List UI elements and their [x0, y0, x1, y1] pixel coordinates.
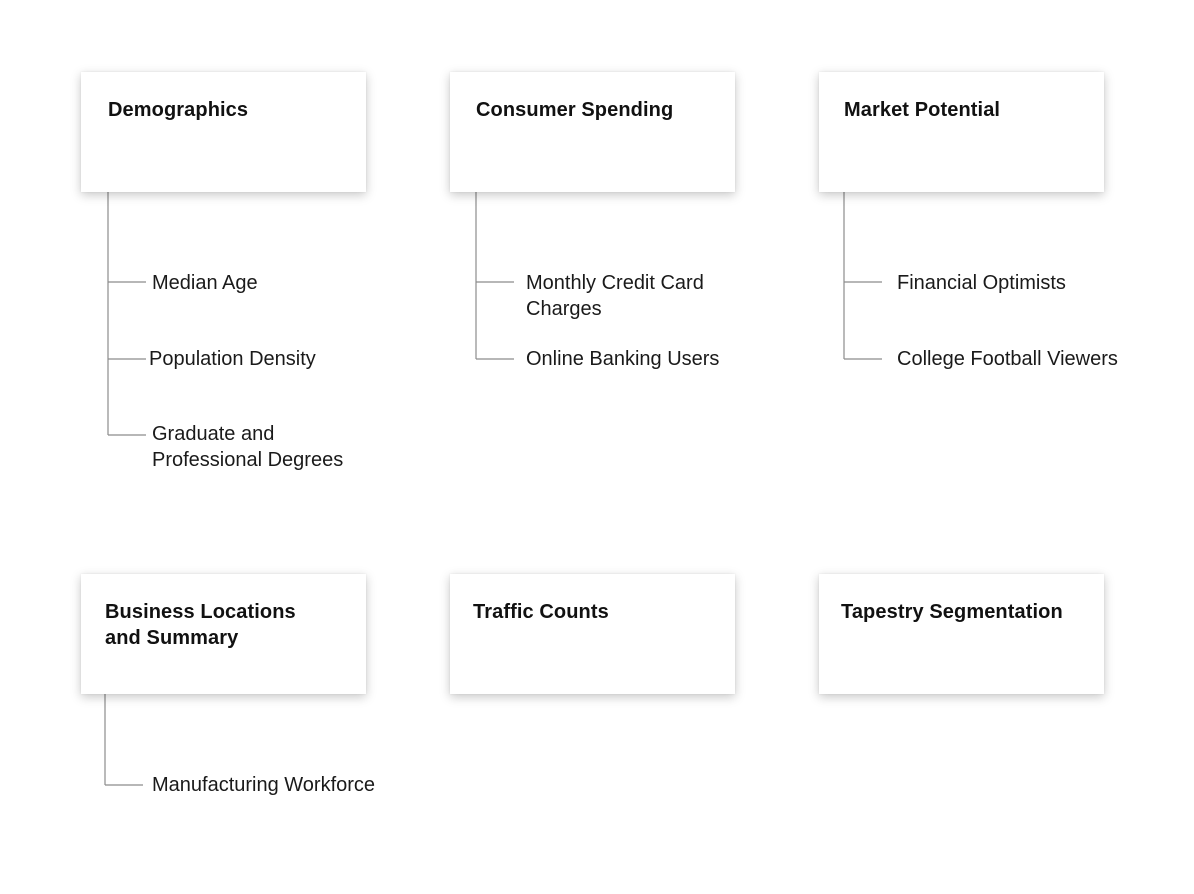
category-box-demographics: Demographics	[81, 72, 366, 192]
category-title-tapestry-segmentation: Tapestry Segmentation	[841, 601, 1063, 623]
category-box-tapestry-segmentation: Tapestry Segmentation	[819, 574, 1104, 694]
item-financial-optimists: Financial Optimists	[897, 272, 1066, 294]
category-box-market-potential: Market Potential	[819, 72, 1104, 192]
item-median-age: Median Age	[152, 272, 258, 294]
category-box-consumer-spending: Consumer Spending	[450, 72, 735, 192]
item-college-football-viewers: College Football Viewers	[897, 348, 1118, 370]
category-title-market-potential: Market Potential	[844, 99, 1001, 121]
item-manufacturing-workforce: Manufacturing Workforce	[152, 774, 376, 796]
item-online-banking-users: Online Banking Users	[526, 348, 720, 370]
item-graduate-professional-degrees: Graduate and Professional Degrees	[152, 423, 344, 471]
category-box-business-locations: Business Locations and Summary	[81, 574, 366, 694]
category-title-business-locations: Business Locations and Summary	[105, 601, 296, 649]
category-title-consumer-spending: Consumer Spending	[476, 99, 674, 121]
item-monthly-credit-card-charges: Monthly Credit Card Charges	[526, 272, 704, 320]
category-box-traffic-counts: Traffic Counts	[450, 574, 735, 694]
item-population-density: Population Density	[149, 348, 316, 370]
category-title-demographics: Demographics	[108, 99, 249, 121]
category-title-traffic-counts: Traffic Counts	[473, 601, 609, 623]
